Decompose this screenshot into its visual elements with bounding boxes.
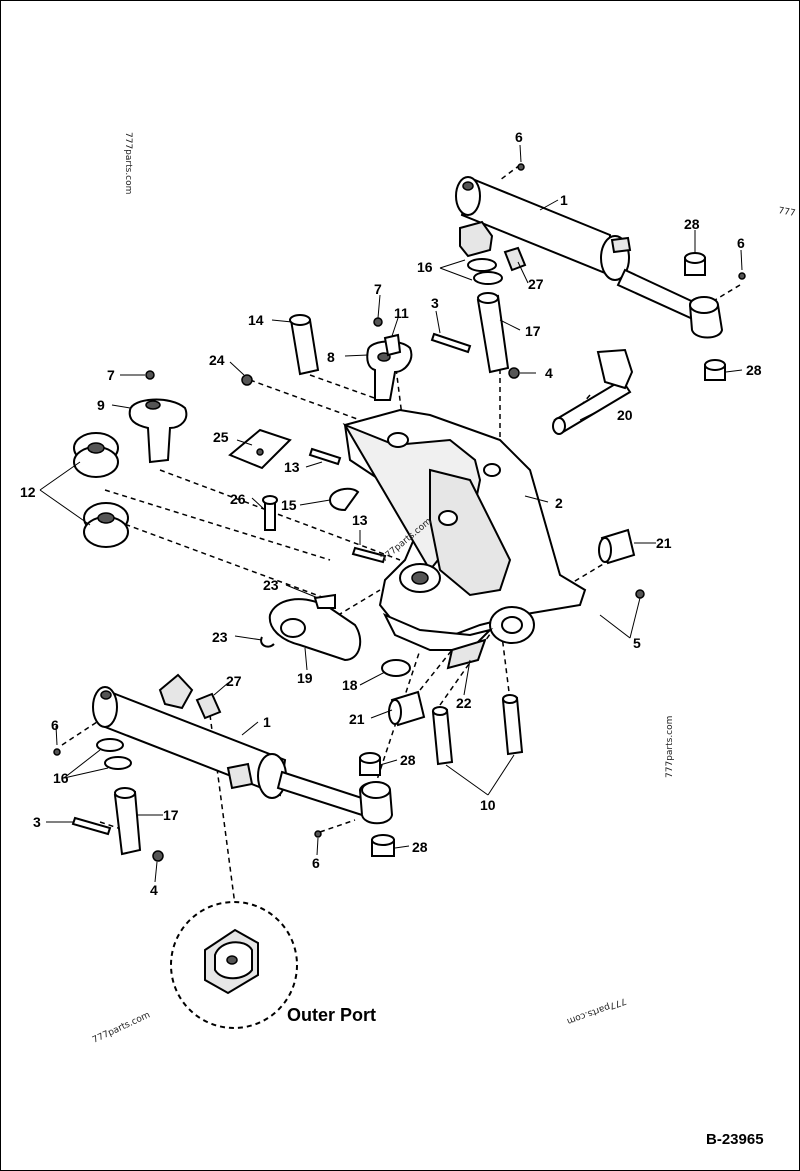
- callout-11: 11: [394, 305, 409, 321]
- callout-18: 18: [342, 677, 358, 693]
- callout-3-lower: 3: [33, 814, 41, 830]
- callout-7-b: 7: [107, 367, 115, 383]
- callout-2: 2: [555, 495, 563, 511]
- callout-4-upper: 4: [545, 365, 553, 381]
- watermark-right: 777parts.com: [665, 716, 675, 778]
- lower-cylinder-part: [92, 673, 394, 825]
- watermark-bottom-left: 777parts.com: [91, 1010, 152, 1045]
- callout-17-upper: 17: [525, 323, 541, 339]
- callout-28-b: 28: [746, 362, 762, 378]
- callout-labels: 1 1 2 3 3 4 4 5 6 6 6 6 7 7 8 9 10 11 12…: [20, 129, 762, 898]
- callout-17-lower: 17: [163, 807, 179, 823]
- callout-3-upper: 3: [431, 295, 439, 311]
- callout-5: 5: [633, 635, 641, 651]
- callout-28-a: 28: [684, 216, 700, 232]
- callout-19: 19: [297, 670, 313, 686]
- callout-13-b: 13: [352, 512, 368, 528]
- callout-28-d: 28: [412, 839, 428, 855]
- callout-24: 24: [209, 352, 225, 368]
- callout-16-upper: 16: [417, 259, 433, 275]
- callout-14: 14: [248, 312, 264, 328]
- callout-6-a: 6: [515, 129, 523, 145]
- callout-25: 25: [213, 429, 229, 445]
- callout-6-d: 6: [312, 855, 320, 871]
- callout-26: 26: [230, 491, 246, 507]
- callout-23-a: 23: [263, 577, 279, 593]
- callout-1-upper: 1: [560, 192, 568, 208]
- callout-12: 12: [20, 484, 36, 500]
- detail-caption: Outer Port: [287, 1005, 376, 1025]
- callout-23-b: 23: [212, 629, 228, 645]
- callout-7-a: 7: [374, 281, 382, 297]
- callout-13-a: 13: [284, 459, 300, 475]
- callout-8: 8: [327, 349, 335, 365]
- callout-1-lower: 1: [263, 714, 271, 730]
- small-parts: [53, 163, 746, 862]
- swing-frame-part: [342, 408, 587, 651]
- upper-cylinder-part: [455, 176, 724, 339]
- watermark-bottom-right: 777parts.com: [565, 995, 627, 1026]
- callout-28-c: 28: [400, 752, 416, 768]
- callout-4-lower: 4: [150, 882, 158, 898]
- leader-lines: [39, 144, 743, 883]
- figure-id: B-23965: [706, 1131, 764, 1148]
- callout-10: 10: [480, 797, 496, 813]
- callout-21-b: 21: [349, 711, 365, 727]
- callout-15: 15: [281, 497, 297, 513]
- watermark-top-right-clipped: 777: [777, 206, 796, 219]
- callout-27-upper: 27: [528, 276, 544, 292]
- callout-6-c: 6: [51, 717, 59, 733]
- callout-20: 20: [617, 407, 633, 423]
- callout-9: 9: [97, 397, 105, 413]
- callout-16-lower: 16: [53, 770, 69, 786]
- callout-27-lower: 27: [226, 673, 242, 689]
- callout-21-a: 21: [656, 535, 672, 551]
- callout-6-b: 6: [737, 235, 745, 251]
- callout-22: 22: [456, 695, 472, 711]
- outer-port-detail: [170, 901, 298, 1029]
- watermark-top-left: 777parts.com: [123, 132, 133, 194]
